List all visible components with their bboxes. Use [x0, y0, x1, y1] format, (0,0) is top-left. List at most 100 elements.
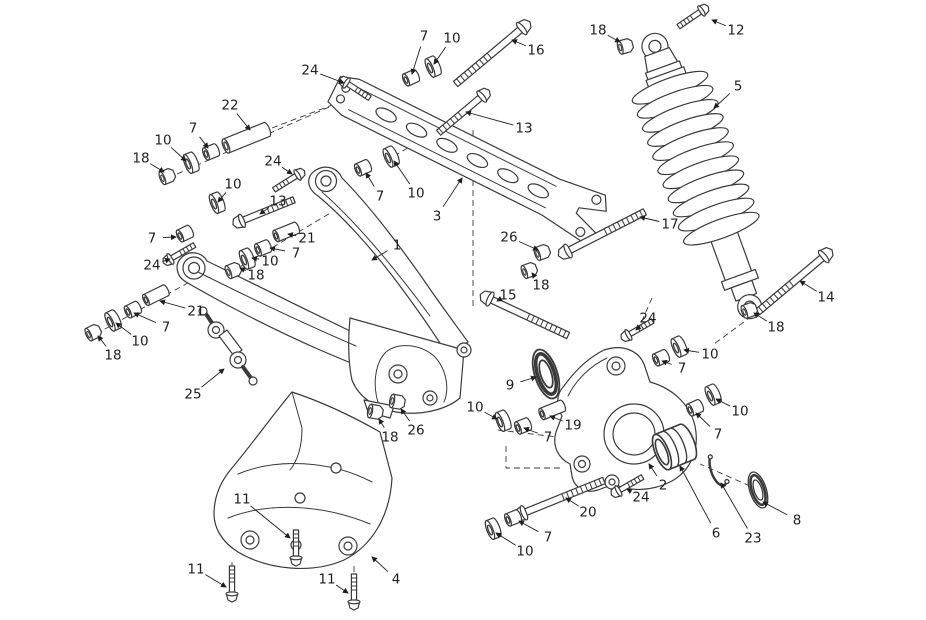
callout-18: 18 — [532, 278, 549, 294]
shock-absorber — [631, 32, 763, 320]
callout-10: 10 — [443, 31, 460, 47]
callout-10: 10 — [154, 133, 171, 149]
leader-line-21 — [159, 299, 186, 309]
callout-7: 7 — [148, 231, 157, 247]
callout-14: 14 — [817, 290, 834, 306]
callout-10: 10 — [261, 254, 278, 270]
leader-line-24 — [281, 166, 293, 175]
guide-line — [237, 211, 333, 269]
callout-10: 10 — [131, 334, 148, 350]
callout-18: 18 — [132, 151, 149, 167]
leader-line-7 — [410, 46, 422, 75]
leader-line-5 — [713, 93, 731, 109]
callout-10: 10 — [731, 404, 748, 420]
callout-25: 25 — [184, 387, 201, 403]
guide-line — [271, 101, 341, 129]
bushing-part-7 — [174, 223, 196, 244]
leader-line-7 — [518, 520, 539, 533]
callout-13: 13 — [515, 121, 532, 137]
leader-line-24 — [162, 257, 171, 264]
leader-line-20 — [565, 497, 579, 507]
leader-line-10 — [251, 255, 260, 262]
bushing-part-7 — [650, 347, 672, 368]
leader-line-7 — [133, 312, 157, 324]
callout-10: 10 — [466, 400, 483, 416]
leader-line-7 — [661, 359, 672, 366]
small-bolt-part-12 — [674, 0, 713, 33]
callout-13: 13 — [269, 194, 286, 210]
hex-nut-part-18 — [615, 37, 635, 56]
leader-line-2 — [648, 463, 658, 477]
leader-line-18 — [239, 267, 247, 273]
callout-10: 10 — [701, 347, 718, 363]
callout-7: 7 — [292, 246, 301, 262]
leader-line-7 — [365, 172, 375, 187]
guide-line — [505, 446, 560, 469]
leader-line-12 — [711, 19, 727, 27]
leader-line-15 — [496, 296, 503, 302]
callout-24: 24 — [301, 63, 318, 79]
leader-line-13 — [259, 207, 270, 215]
callout-24: 24 — [639, 311, 656, 327]
leader-line-11 — [250, 505, 291, 539]
callout-3: 3 — [433, 209, 442, 225]
leader-line-4 — [371, 556, 389, 572]
washer-cup-part-10 — [492, 408, 514, 433]
washer-cup-part-10 — [422, 54, 444, 79]
leader-line-10 — [683, 347, 700, 354]
callout-18: 18 — [104, 348, 121, 364]
callout-10: 10 — [516, 544, 533, 560]
leader-line-11 — [335, 584, 349, 594]
leader-line-10 — [115, 322, 132, 335]
leader-line-19 — [549, 415, 563, 422]
leader-line-26 — [518, 241, 539, 251]
leader-line-6 — [679, 465, 712, 524]
bushing-part-7 — [200, 142, 222, 162]
washer-cup-part-10 — [482, 516, 504, 541]
coil-spring — [631, 70, 760, 246]
callout-12: 12 — [727, 23, 744, 39]
callout-7: 7 — [544, 430, 553, 446]
leader-line-10 — [217, 192, 227, 203]
leader-line-25 — [201, 368, 225, 388]
callout-8: 8 — [793, 513, 802, 529]
leader-line-7 — [695, 412, 711, 427]
callout-22: 22 — [221, 98, 238, 114]
guide-line — [713, 315, 753, 345]
skid-plate — [213, 391, 393, 569]
callout-11: 11 — [187, 562, 204, 578]
leader-line-17 — [639, 215, 660, 222]
snap-ring-part-23 — [704, 450, 731, 489]
bushing-part-7 — [122, 299, 144, 320]
callout-18: 18 — [589, 23, 606, 39]
callout-7: 7 — [420, 29, 429, 45]
leader-line-7 — [523, 427, 538, 434]
callout-20: 20 — [579, 505, 596, 521]
leader-line-24 — [635, 324, 642, 331]
leader-line-18 — [531, 272, 538, 279]
leader-line-7 — [162, 234, 177, 241]
callout-24: 24 — [143, 258, 160, 274]
callout-6: 6 — [712, 526, 721, 542]
bushing-part-7 — [512, 416, 534, 436]
callout-23: 23 — [744, 531, 761, 547]
seal-ring-part-9 — [525, 344, 567, 404]
callout-24: 24 — [264, 154, 281, 170]
washer-cup-part-10 — [180, 150, 202, 175]
guide-line — [637, 297, 653, 331]
callout-24: 24 — [632, 490, 649, 506]
callout-19: 19 — [564, 418, 581, 434]
callout-18: 18 — [381, 430, 398, 446]
callout-4: 4 — [392, 572, 401, 588]
callout-10: 10 — [224, 177, 241, 193]
leader-line-16 — [511, 39, 527, 47]
guide-line — [699, 463, 751, 487]
callout-26: 26 — [407, 423, 424, 439]
callout-21: 21 — [187, 304, 204, 320]
leader-line-18 — [753, 312, 767, 322]
long-bolt-part-14 — [752, 243, 838, 319]
callout-16: 16 — [527, 43, 544, 59]
washer-cup-part-10 — [702, 382, 724, 407]
bolt-part-13 — [433, 84, 495, 139]
